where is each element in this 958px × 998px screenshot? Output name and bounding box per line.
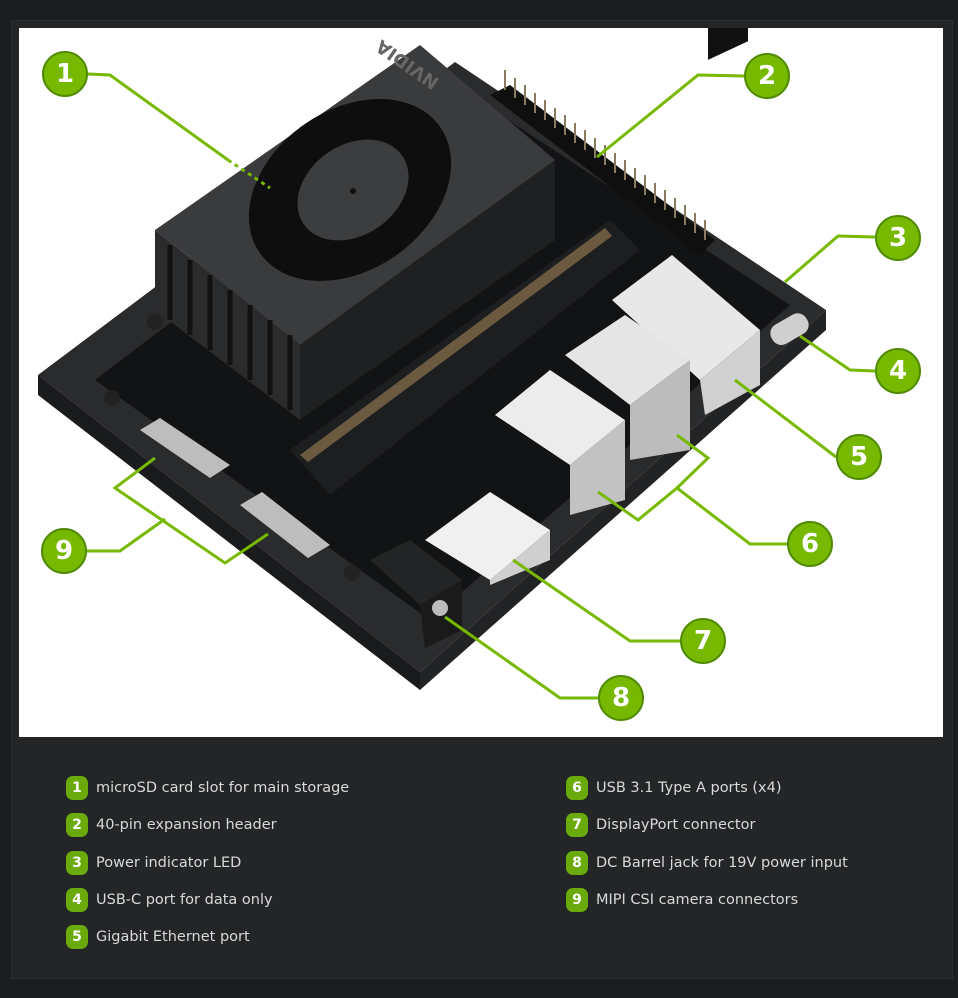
legend: 1 microSD card slot for main storage 2 4… bbox=[66, 776, 926, 956]
callout-3: 3 bbox=[875, 215, 921, 261]
legend-column-left: 1 microSD card slot for main storage 2 4… bbox=[66, 776, 349, 962]
legend-label: Power indicator LED bbox=[96, 854, 242, 871]
csi-connector-cam1 bbox=[240, 492, 330, 558]
callout-5: 5 bbox=[836, 434, 882, 480]
legend-item-7: 7 DisplayPort connector bbox=[566, 813, 848, 838]
number-badge: 3 bbox=[66, 850, 88, 875]
legend-item-2: 2 40-pin expansion header bbox=[66, 813, 349, 838]
legend-label: DC Barrel jack for 19V power input bbox=[596, 854, 848, 871]
number-badge: 6 bbox=[566, 776, 588, 800]
legend-label: Gigabit Ethernet port bbox=[96, 929, 250, 946]
legend-label: 40-pin expansion header bbox=[96, 817, 277, 834]
callout-2: 2 bbox=[744, 53, 790, 99]
dc-barrel-jack bbox=[370, 540, 462, 605]
callout-6: 6 bbox=[787, 521, 833, 567]
legend-item-9: 9 MIPI CSI camera connectors bbox=[566, 887, 848, 912]
heatsink-fan-module: NVIDIA bbox=[155, 35, 555, 420]
legend-item-8: 8 DC Barrel jack for 19V power input bbox=[566, 850, 848, 875]
legend-item-3: 3 Power indicator LED bbox=[66, 850, 349, 875]
number-badge: 4 bbox=[66, 887, 88, 912]
legend-item-1: 1 microSD card slot for main storage bbox=[66, 776, 349, 800]
product-photo: NVIDIA bbox=[19, 28, 943, 737]
callout-9: 9 bbox=[41, 528, 87, 574]
ethernet-port bbox=[612, 255, 760, 380]
callout-4: 4 bbox=[875, 348, 921, 394]
callout-8: 8 bbox=[598, 675, 644, 721]
displayport-connector bbox=[425, 492, 550, 580]
number-badge: 9 bbox=[566, 887, 588, 912]
callout-leader-lines bbox=[87, 72, 876, 700]
csi-connector-cam0 bbox=[140, 418, 230, 478]
callout-1: 1 bbox=[42, 51, 88, 97]
legend-item-5: 5 Gigabit Ethernet port bbox=[66, 925, 349, 950]
carrier-board-side bbox=[38, 375, 420, 690]
gpio-header bbox=[490, 70, 715, 255]
legend-label: microSD card slot for main storage bbox=[96, 780, 350, 796]
number-badge: 1 bbox=[66, 776, 88, 800]
module-connector bbox=[290, 220, 640, 495]
legend-column-right: 6 USB 3.1 Type A ports (x4) 7 DisplayPor… bbox=[566, 776, 848, 925]
legend-label: DisplayPort connector bbox=[596, 817, 756, 834]
legend-label: MIPI CSI camera connectors bbox=[596, 891, 799, 908]
usb-c-port bbox=[770, 313, 809, 345]
number-badge: 7 bbox=[566, 813, 588, 838]
number-badge: 2 bbox=[66, 813, 88, 838]
legend-label: USB-C port for data only bbox=[96, 891, 273, 908]
legend-label: USB 3.1 Type A ports (x4) bbox=[596, 780, 782, 796]
legend-item-4: 4 USB-C port for data only bbox=[66, 887, 349, 912]
number-badge: 8 bbox=[566, 850, 588, 875]
board-illustration: NVIDIA bbox=[38, 28, 876, 700]
number-badge: 5 bbox=[66, 925, 88, 950]
callout-7: 7 bbox=[680, 618, 726, 664]
usb-a-ports bbox=[495, 315, 690, 515]
legend-item-6: 6 USB 3.1 Type A ports (x4) bbox=[566, 776, 848, 800]
